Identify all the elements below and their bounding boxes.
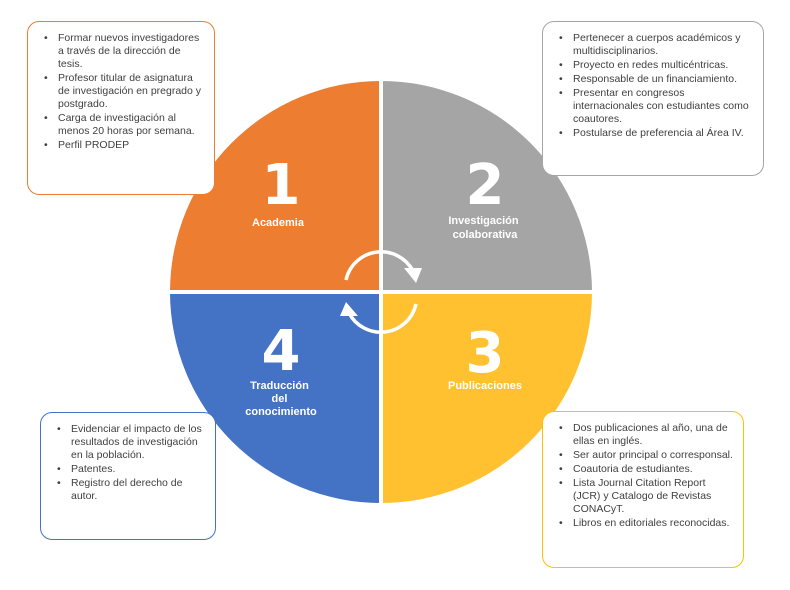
list-item: Formar nuevos investigadores a través de… (44, 32, 204, 71)
list-item: Perfil PRODEP (44, 139, 204, 152)
card-academia: Formar nuevos investigadores a través de… (27, 21, 215, 195)
card-traduccion: Evidenciar el impacto de los resultados … (40, 412, 216, 540)
quadrant-investigacion (381, 81, 592, 292)
quadrant-label-investigacion: Investigación colaborativa (448, 215, 521, 241)
quadrant-number-publicaciones: 3 (466, 321, 505, 386)
card-publicaciones-list: Dos publicaciones al año, una de ellas e… (551, 422, 733, 530)
list-item: Registro del derecho de autor. (57, 477, 205, 503)
list-item: Presentar en congresos internacionales c… (559, 87, 753, 126)
quadrant-label-traduccion: Traducción del conocimiento (245, 380, 317, 418)
list-item: Profesor titular de asignatura de invest… (44, 72, 204, 111)
list-item: Evidenciar el impacto de los resultados … (57, 423, 205, 462)
card-academia-list: Formar nuevos investigadores a través de… (36, 32, 204, 152)
list-item: Responsable de un financiamiento. (559, 73, 753, 86)
quadrant-number-academia: 1 (262, 153, 301, 218)
card-investigacion: Pertenecer a cuerpos académicos y multid… (542, 21, 764, 176)
list-item: Patentes. (57, 463, 205, 476)
list-item: Lista Journal Citation Report (JCR) y Ca… (559, 477, 733, 516)
cycle-arrows-icon (340, 250, 422, 334)
card-publicaciones: Dos publicaciones al año, una de ellas e… (542, 411, 744, 568)
list-item: Coautoria de estudiantes. (559, 463, 733, 476)
list-item: Ser autor principal o corresponsal. (559, 449, 733, 462)
quadrant-label-publicaciones: Publicaciones (448, 380, 522, 392)
list-item: Dos publicaciones al año, una de ellas e… (559, 422, 733, 448)
card-traduccion-list: Evidenciar el impacto de los resultados … (49, 423, 205, 503)
list-item: Libros en editoriales reconocidas. (559, 517, 733, 530)
quadrant-label-academia: Academia (252, 217, 305, 229)
list-item: Pertenecer a cuerpos académicos y multid… (559, 32, 753, 58)
list-item: Postularse de preferencia al Área IV. (559, 127, 753, 140)
list-item: Proyecto en redes multicéntricas. (559, 59, 753, 72)
quadrant-number-traduccion: 4 (262, 319, 301, 384)
card-investigacion-list: Pertenecer a cuerpos académicos y multid… (551, 32, 753, 140)
quadrant-publicaciones (381, 292, 592, 503)
list-item: Carga de investigación al menos 20 horas… (44, 112, 204, 138)
quadrant-traduccion (170, 292, 381, 503)
quadrant-academia (170, 81, 381, 292)
quadrant-number-investigacion: 2 (466, 153, 505, 218)
